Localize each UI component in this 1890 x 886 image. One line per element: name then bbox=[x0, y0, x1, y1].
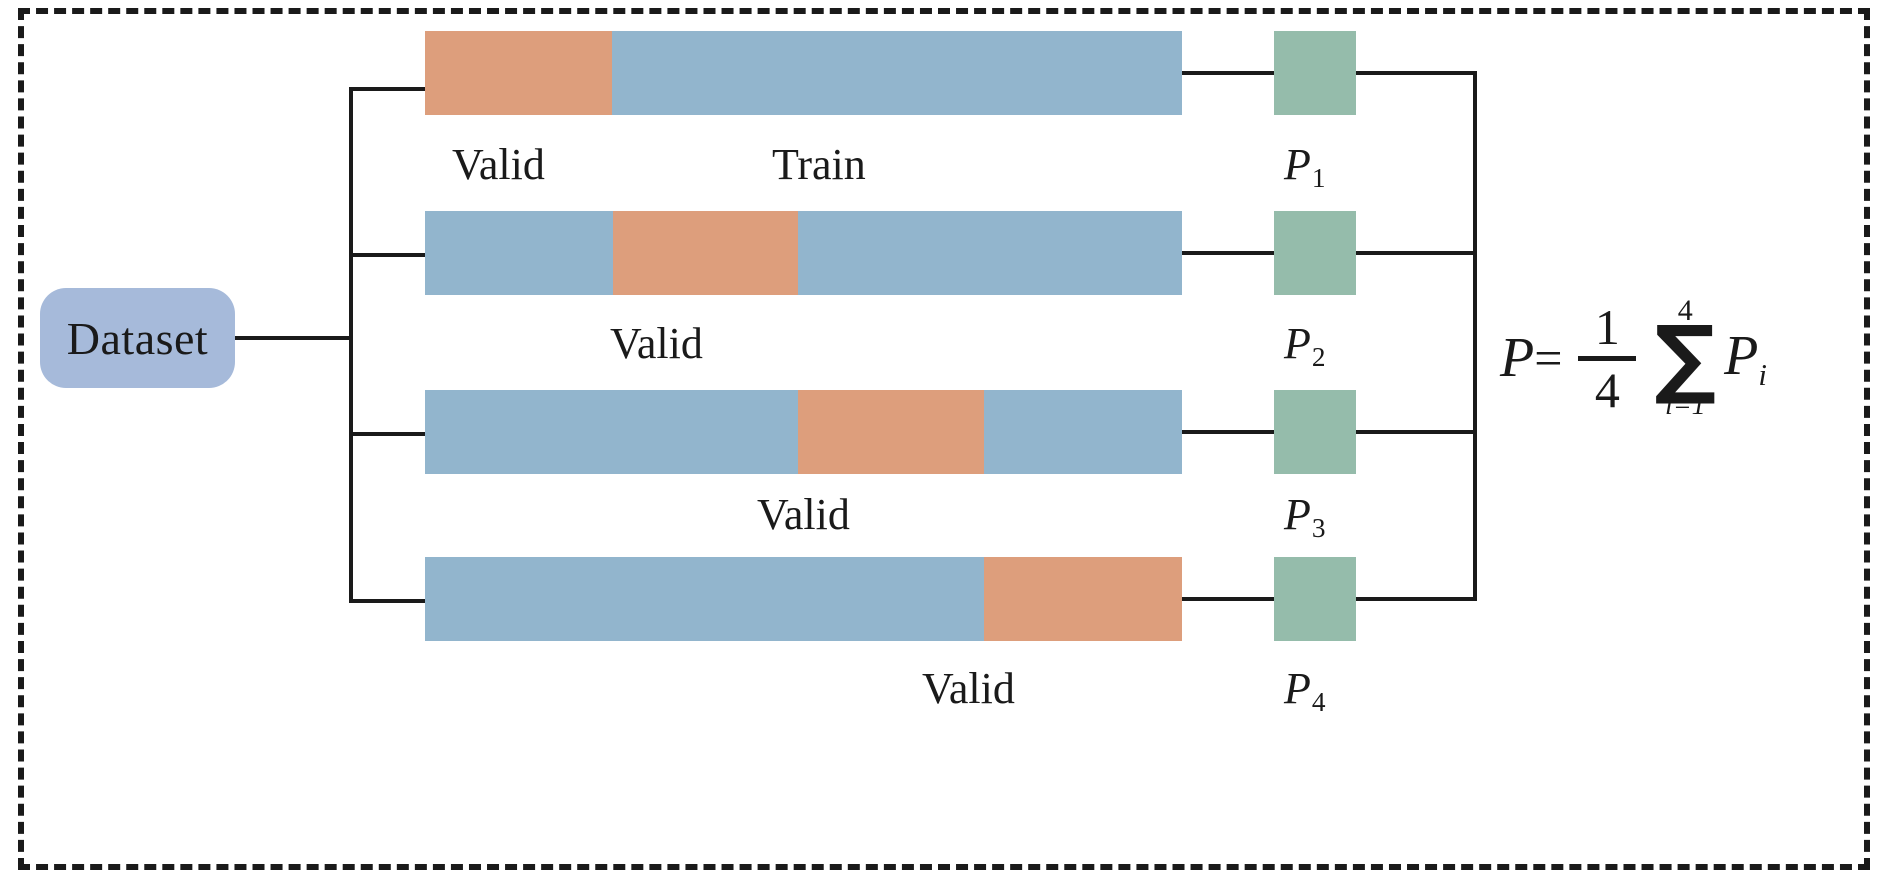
fold-4-score-symbol: P bbox=[1284, 664, 1311, 713]
fold-3-score-to-spine-line bbox=[1356, 430, 1477, 434]
fold-2-score-index: 2 bbox=[1311, 342, 1326, 373]
fold-4-score-box bbox=[1274, 557, 1356, 641]
fold-3-score-symbol: P bbox=[1284, 490, 1311, 539]
aggregate-formula: P = 1 4 4 ∑ i=1 Pi bbox=[1500, 296, 1767, 420]
fold-1-score-symbol: P bbox=[1284, 140, 1311, 189]
fold-1-score-box bbox=[1274, 31, 1356, 115]
fold-4-bar-to-score-line bbox=[1182, 597, 1274, 601]
fold-2-score-to-spine-line bbox=[1356, 251, 1477, 255]
sigma-icon: ∑ bbox=[1654, 308, 1717, 408]
formula-denominator: 4 bbox=[1594, 361, 1620, 418]
formula-sum-upper: 4 bbox=[1677, 294, 1693, 327]
fold-2-score-label: P2 bbox=[1284, 318, 1326, 373]
fold-2-segment-train-right bbox=[798, 211, 1182, 295]
fold-1-score-label: P1 bbox=[1284, 139, 1326, 194]
formula-fraction: 1 4 bbox=[1578, 298, 1637, 418]
formula-term-index: i bbox=[1758, 357, 1767, 392]
fold-3-valid-label: Valid bbox=[757, 490, 850, 539]
formula-lhs: P bbox=[1500, 327, 1535, 390]
fold-3-bar-to-score-line bbox=[1182, 430, 1274, 434]
dataset-node: Dataset bbox=[40, 288, 235, 388]
fold-2-bar-to-score-line bbox=[1182, 251, 1274, 255]
formula-summation: 4 ∑ i=1 bbox=[1654, 296, 1716, 420]
formula-sum-lower: i=1 bbox=[1664, 390, 1706, 422]
fold-3-score-index: 3 bbox=[1311, 513, 1326, 544]
branch-to-fold-2 bbox=[349, 253, 427, 257]
formula-numerator: 1 bbox=[1594, 298, 1620, 355]
fold-1-score-to-spine-line bbox=[1356, 71, 1477, 75]
fold-1-train-label: Train bbox=[772, 140, 866, 189]
fold-row-3-bar bbox=[425, 390, 1182, 474]
dashed-border-frame bbox=[18, 8, 1870, 870]
fold-row-2-bar bbox=[425, 211, 1182, 295]
fold-1-bar-to-score-line bbox=[1182, 71, 1274, 75]
fold-1-segment-train bbox=[611, 31, 1182, 115]
fold-2-score-box bbox=[1274, 211, 1356, 295]
fold-4-segment-valid bbox=[984, 557, 1182, 641]
fold-3-segment-train-right bbox=[984, 390, 1182, 474]
left-spine bbox=[349, 89, 353, 601]
branch-to-fold-1 bbox=[349, 87, 427, 91]
fold-3-score-label: P3 bbox=[1284, 489, 1326, 544]
fold-row-4-bar bbox=[425, 557, 1182, 641]
formula-term: Pi bbox=[1724, 324, 1767, 393]
fold-1-valid-label: Valid bbox=[452, 140, 545, 189]
fold-2-segment-train-left bbox=[425, 211, 613, 295]
connector-dataset-to-spine bbox=[235, 336, 353, 340]
branch-to-fold-3 bbox=[349, 432, 427, 436]
fold-4-valid-label: Valid bbox=[922, 664, 1015, 713]
fold-2-segment-valid bbox=[612, 211, 799, 295]
fold-4-score-label: P4 bbox=[1284, 663, 1326, 718]
fold-2-valid-label: Valid bbox=[610, 319, 703, 368]
fold-2-score-symbol: P bbox=[1284, 319, 1311, 368]
fold-4-score-index: 4 bbox=[1311, 687, 1326, 718]
fold-row-1-bar bbox=[425, 31, 1182, 115]
formula-equals: = bbox=[1534, 330, 1563, 387]
branch-to-fold-4 bbox=[349, 599, 427, 603]
fold-3-segment-valid bbox=[798, 390, 985, 474]
fold-3-segment-train-left bbox=[425, 390, 799, 474]
fold-4-score-to-spine-line bbox=[1356, 597, 1477, 601]
fold-3-score-box bbox=[1274, 390, 1356, 474]
fold-1-segment-valid bbox=[425, 31, 612, 115]
formula-fraction-rule bbox=[1578, 355, 1637, 361]
dataset-node-label: Dataset bbox=[66, 312, 209, 364]
fold-1-score-index: 1 bbox=[1311, 163, 1326, 194]
formula-term-symbol: P bbox=[1724, 324, 1759, 387]
fold-4-segment-train bbox=[425, 557, 985, 641]
right-spine bbox=[1473, 71, 1477, 601]
